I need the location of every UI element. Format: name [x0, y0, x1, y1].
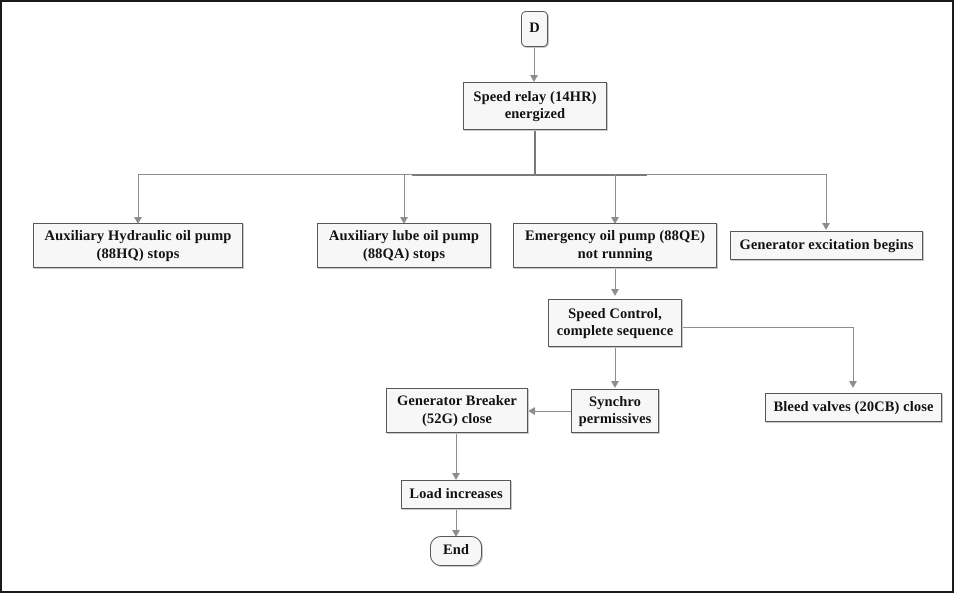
- arrowhead-gen-excitation: [822, 223, 830, 230]
- node-aux-hydraulic-pump-label: Auxiliary Hydraulic oil pump (88HQ) stop…: [44, 228, 232, 262]
- edge-speed-control-to-synchro: [615, 347, 616, 383]
- edge-synchro-to-gen-breaker: [535, 411, 571, 412]
- node-start-d-label: D: [529, 20, 540, 37]
- node-generator-breaker[interactable]: Generator Breaker (52G) close: [386, 388, 528, 433]
- arrowhead-gen-breaker: [528, 407, 535, 415]
- edge-gen-breaker-to-load: [456, 433, 457, 475]
- edge-emergency-to-speed-control: [615, 268, 616, 291]
- arrowhead-synchro: [611, 381, 619, 388]
- node-synchro-permissives-label: Synchro permissives: [578, 393, 652, 427]
- node-generator-excitation[interactable]: Generator excitation begins: [730, 231, 923, 260]
- node-speed-control-label: Speed Control, complete sequence: [556, 305, 674, 339]
- node-emergency-oil-pump[interactable]: Emergency oil pump (88QE) not running: [513, 223, 717, 268]
- edge-speed-relay-stem: [534, 130, 536, 175]
- arrowhead-bleed-valves: [849, 381, 857, 388]
- edge-speed-control-to-bleed-v: [853, 327, 854, 383]
- node-aux-lube-pump[interactable]: Auxiliary lube oil pump (88QA) stops: [317, 223, 491, 268]
- node-speed-control[interactable]: Speed Control, complete sequence: [548, 299, 682, 347]
- edge-distribution-bus-right: [646, 174, 827, 175]
- edge-drop-aux-hydraulic: [138, 174, 139, 219]
- edge-load-to-end: [456, 509, 457, 532]
- arrowhead-load-increases: [452, 473, 460, 480]
- arrowhead-aux-hydraulic: [134, 217, 142, 224]
- node-bleed-valves-label: Bleed valves (20CB) close: [773, 398, 934, 415]
- edge-drop-emergency-pump: [615, 174, 616, 219]
- node-start-d[interactable]: D: [521, 11, 548, 47]
- edge-speed-control-to-bleed-h: [682, 327, 854, 328]
- node-speed-relay[interactable]: Speed relay (14HR) energized: [463, 82, 607, 130]
- arrowhead-aux-lube: [400, 217, 408, 224]
- edge-drop-gen-excitation: [826, 174, 827, 224]
- node-aux-lube-pump-label: Auxiliary lube oil pump (88QA) stops: [328, 228, 480, 262]
- node-generator-breaker-label: Generator Breaker (52G) close: [397, 393, 517, 427]
- node-load-increases-label: Load increases: [409, 485, 503, 502]
- edge-distribution-bus-left: [138, 174, 413, 175]
- arrowhead-speed-control: [611, 289, 619, 296]
- node-speed-relay-label: Speed relay (14HR) energized: [473, 88, 597, 122]
- node-emergency-oil-pump-label: Emergency oil pump (88QE) not running: [524, 228, 706, 262]
- node-generator-excitation-label: Generator excitation begins: [739, 236, 914, 253]
- node-bleed-valves[interactable]: Bleed valves (20CB) close: [765, 393, 942, 422]
- edge-distribution-bus-center: [412, 174, 647, 176]
- arrowhead-end: [452, 530, 460, 537]
- node-end[interactable]: End: [430, 536, 482, 566]
- edge-start-to-speed-relay: [534, 47, 535, 77]
- node-aux-hydraulic-pump[interactable]: Auxiliary Hydraulic oil pump (88HQ) stop…: [33, 223, 243, 268]
- arrowhead-emergency-pump: [611, 217, 619, 224]
- edge-drop-aux-lube: [404, 174, 405, 219]
- node-synchro-permissives[interactable]: Synchro permissives: [571, 389, 659, 433]
- node-end-label: End: [442, 542, 470, 559]
- arrowhead-speed-relay-top: [530, 75, 538, 82]
- node-load-increases[interactable]: Load increases: [401, 480, 511, 509]
